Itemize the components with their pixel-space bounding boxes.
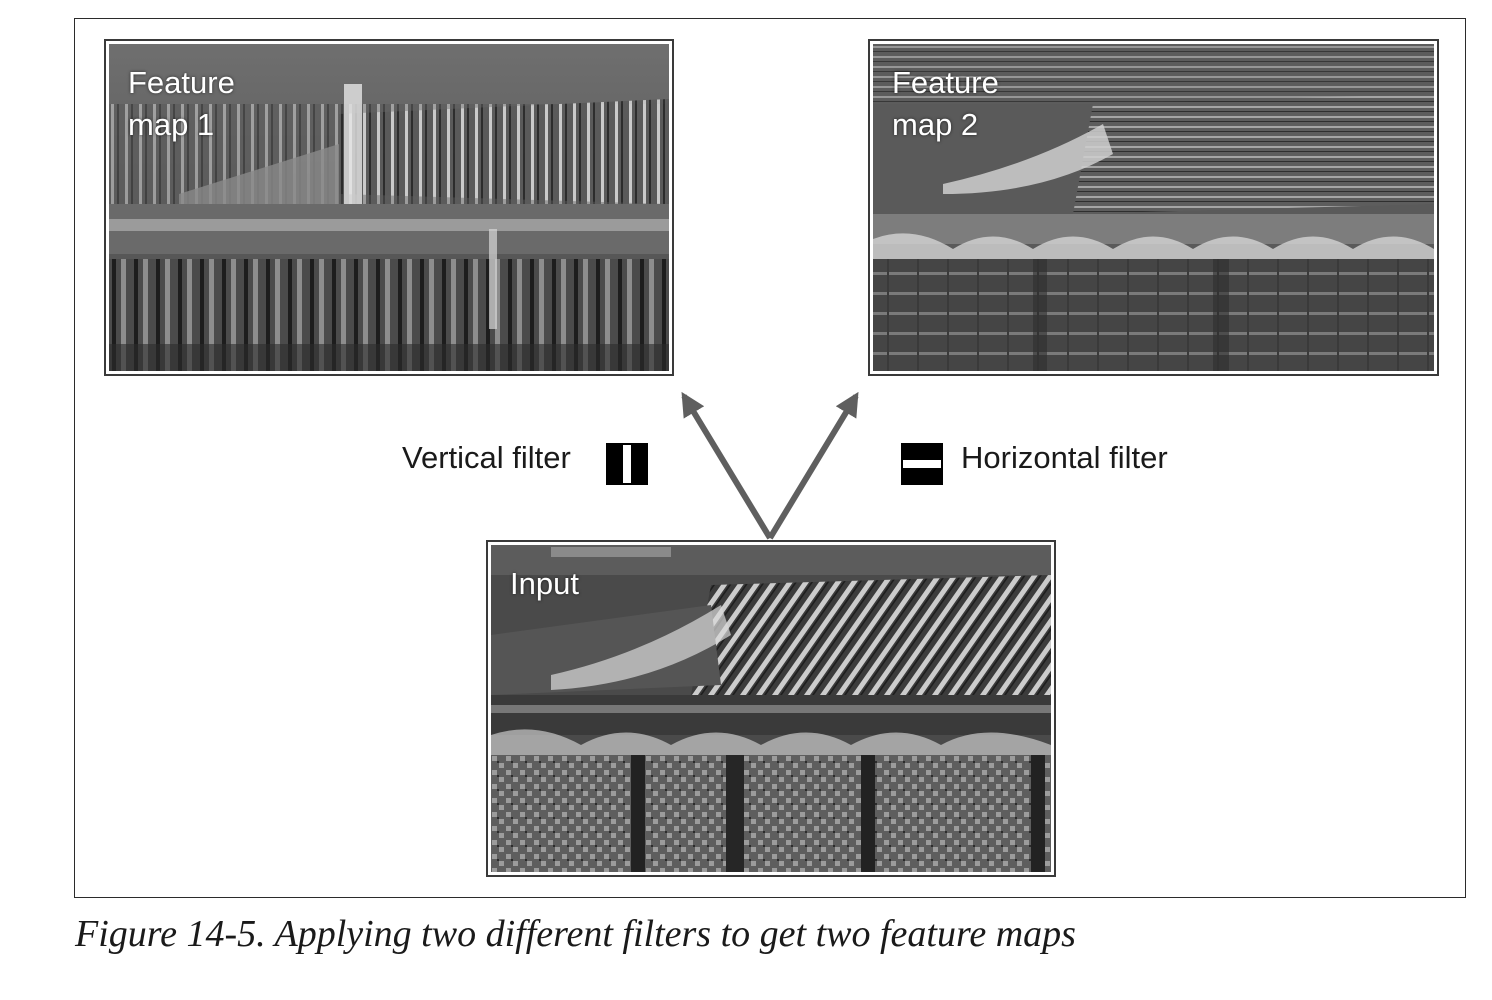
figure-caption: Figure 14-5. Applying two different filt…	[75, 913, 1076, 955]
vertical-filter-icon	[606, 443, 648, 485]
horizontal-filter-icon	[901, 443, 943, 485]
vertical-filter-label: Vertical filter	[402, 440, 571, 475]
feature-map-1-image	[109, 44, 669, 371]
input-image	[491, 545, 1051, 872]
feature-map-2-panel: Feature map 2	[868, 39, 1439, 376]
input-label: Input	[510, 566, 579, 601]
figure-frame	[74, 18, 1466, 898]
feature-map-2-label: Feature map 2	[892, 65, 999, 142]
input-panel: Input	[486, 540, 1056, 877]
feature-map-1-label: Feature map 1	[128, 65, 235, 142]
feature-map-1-panel: Feature map 1	[104, 39, 674, 376]
feature-map-2-image	[873, 44, 1434, 371]
horizontal-filter-label: Horizontal filter	[961, 440, 1168, 475]
